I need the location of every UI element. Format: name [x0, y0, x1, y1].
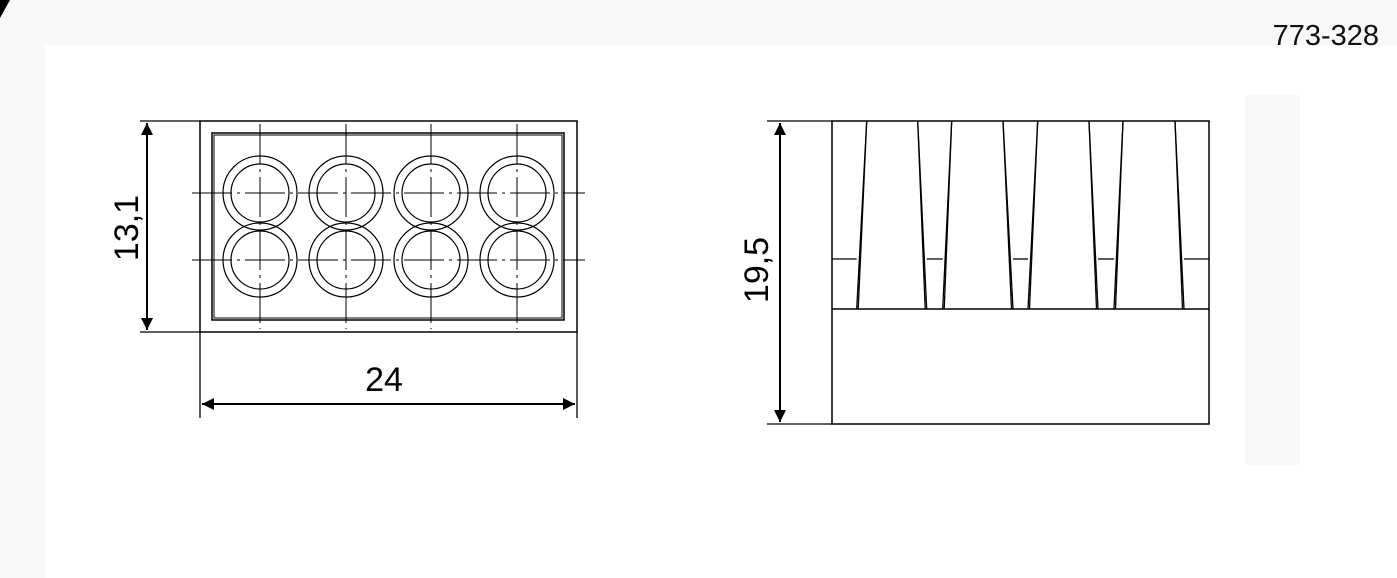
fin-edge — [857, 120, 868, 310]
background-edge-left — [0, 0, 45, 578]
height-dimension-label: 13,1 — [108, 195, 146, 261]
height-dimension-13-1 — [140, 120, 200, 333]
top-view-inner-frame — [211, 132, 565, 321]
fin-edge — [1088, 120, 1098, 310]
background-edge-right — [1245, 95, 1300, 465]
side-view — [767, 120, 1210, 425]
hole-grid — [222, 155, 555, 298]
corner-mark — [0, 0, 10, 18]
height-dimension-19-5 — [767, 120, 832, 425]
fin-edge — [1028, 120, 1039, 310]
fin-edge — [1174, 120, 1184, 310]
width-dimension-24 — [199, 332, 578, 418]
fin-edge — [943, 120, 953, 310]
background-edge-top — [0, 0, 1397, 45]
top-view — [140, 120, 585, 418]
fin-edge — [1114, 120, 1124, 310]
side-height-dimension-label: 19,5 — [738, 237, 776, 303]
centerlines — [192, 124, 585, 329]
fin-edge — [1002, 120, 1013, 310]
part-number-title: 773-328 — [1272, 20, 1379, 52]
width-dimension-label: 24 — [365, 361, 403, 399]
clamp-fins — [832, 120, 1209, 310]
fin-edge — [917, 120, 926, 310]
top-view-outline — [199, 120, 578, 333]
side-view-outline — [831, 120, 1210, 425]
